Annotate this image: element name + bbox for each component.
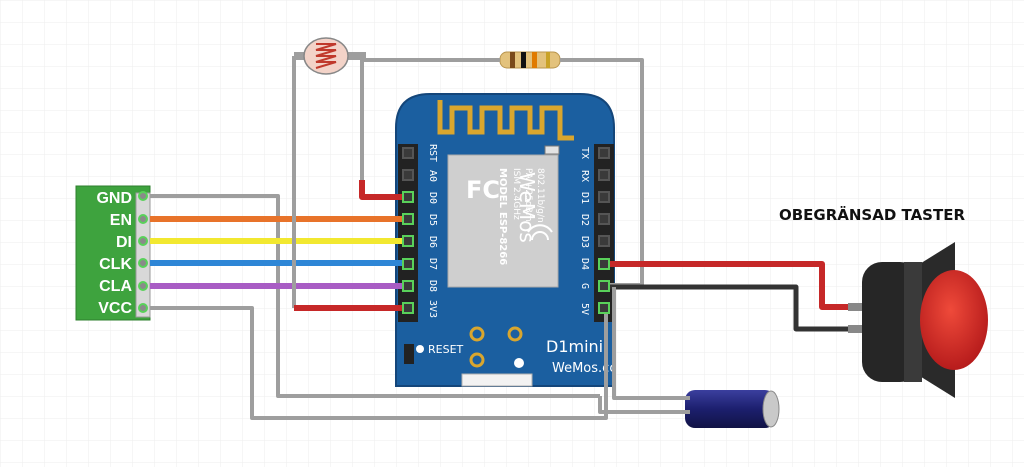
module-pin-clk-label: CLK xyxy=(99,256,132,273)
mount-hole-2 xyxy=(507,326,523,342)
reset-button[interactable] xyxy=(404,344,414,364)
chip-std: 802.11b/g/n xyxy=(535,168,545,223)
resistor-band-4 xyxy=(546,52,550,68)
left-pin-d6: D6 xyxy=(427,236,438,248)
left-pin-d0: D0 xyxy=(427,192,438,204)
module-pin-gnd-label: GND xyxy=(96,190,132,207)
capacitor-body xyxy=(685,390,775,428)
chip-model: ESP-8266 xyxy=(497,212,508,265)
left-header-pin-6 xyxy=(402,258,414,270)
resistor-band-2 xyxy=(521,52,526,68)
right-pin-rx: RX xyxy=(579,170,590,182)
right-header xyxy=(594,144,614,322)
module-pin-cla-label: CLA xyxy=(99,278,132,295)
module-pin-vcc-label: VCC xyxy=(98,300,132,317)
right-header-pin-3 xyxy=(598,191,610,203)
wire-vcc-module-to-5v xyxy=(150,306,608,420)
push-button: OBEGRÄNSAD TASTER xyxy=(779,205,988,398)
module-header-pin-5 xyxy=(138,281,148,291)
left-header-pin-2 xyxy=(402,169,414,181)
chip-text: MODEL ESP-8266 ISM 2.4GHz PA +25dBm 802.… xyxy=(497,168,545,265)
right-header-pin-7 xyxy=(598,280,610,292)
mount-hole-1 xyxy=(469,326,485,342)
board-brand: WeMos.cc xyxy=(552,361,616,376)
left-pin-d7: D7 xyxy=(427,258,438,270)
chip-model-label: MODEL xyxy=(497,168,508,209)
module-header xyxy=(135,192,151,318)
right-pin-d3: D3 xyxy=(579,236,590,248)
left-pin-d5: D5 xyxy=(427,214,438,226)
module-header-pin-4 xyxy=(138,258,148,268)
module-header-pin-2 xyxy=(138,214,148,224)
right-header-pin-4 xyxy=(598,213,610,225)
wifi-logo-icon xyxy=(527,224,553,241)
left-header-pin-7 xyxy=(402,280,414,292)
right-pin-d2: D2 xyxy=(579,214,590,226)
fcc-mark: FC xyxy=(466,176,500,204)
right-header-pin-5 xyxy=(598,235,610,247)
reset-label: RESET xyxy=(428,343,464,356)
d1-mini-board: FC MODEL ESP-8266 ISM 2.4GHz PA +25dBm 8… xyxy=(395,93,616,387)
right-pin-d1: D1 xyxy=(579,192,590,204)
left-header-pin-8 xyxy=(402,302,414,314)
header-pins xyxy=(138,147,610,314)
button-pin-bottom xyxy=(848,325,870,333)
mount-hole-3 xyxy=(469,352,485,368)
chip-ism: ISM 2.4GHz xyxy=(511,168,521,220)
wire-gnd-module-to-board xyxy=(150,194,600,398)
esp-shield xyxy=(447,154,559,288)
chip-brand: WeMos xyxy=(515,172,539,243)
ldr-track xyxy=(315,43,337,69)
module-pin-di-label: DI xyxy=(116,234,132,251)
wires xyxy=(150,56,848,420)
right-pin-tx: TX xyxy=(579,147,590,159)
module-header-pin-1 xyxy=(138,191,148,201)
button-label: OBEGRÄNSAD TASTER xyxy=(779,205,965,224)
wire-gnd-to-button xyxy=(602,284,848,332)
capacitor-top xyxy=(762,390,780,428)
button-cap xyxy=(920,270,988,370)
resistor-band-1 xyxy=(510,52,515,68)
wire-a0-red xyxy=(359,180,404,200)
right-header-pin-2 xyxy=(598,169,610,181)
left-header-pin-4 xyxy=(402,213,414,225)
wire-5v-to-capacitor xyxy=(598,396,690,414)
right-pin-d4: D4 xyxy=(579,258,590,270)
module-header-pin-3 xyxy=(138,236,148,246)
chip-pa: PA +25dBm xyxy=(523,168,533,222)
module-header-pin-6 xyxy=(138,303,148,313)
left-header-pin-5 xyxy=(402,235,414,247)
wifi-antenna xyxy=(437,100,574,141)
left-pin-a0: A0 xyxy=(427,170,438,182)
led-module: GND EN DI CLK CLA VCC xyxy=(75,185,151,321)
left-pin-rst: RST xyxy=(427,144,438,162)
resistor-band-3 xyxy=(532,52,537,68)
board-name: D1mini xyxy=(546,337,603,356)
right-pin-g: G xyxy=(579,283,590,289)
left-header-pin-3 xyxy=(402,191,414,203)
button-ring xyxy=(904,262,922,382)
status-dot xyxy=(514,358,524,368)
module-pin-en-label: EN xyxy=(110,212,132,229)
right-header-pin-8 xyxy=(598,302,610,314)
wire-d4-to-button xyxy=(602,261,848,310)
button-pin-top xyxy=(848,303,870,311)
left-pin-d8: D8 xyxy=(427,280,438,292)
right-pin-5v: 5V xyxy=(579,303,590,315)
capacitor xyxy=(685,390,780,428)
smd-led xyxy=(544,145,560,155)
right-header-pin-6 xyxy=(598,258,610,270)
resistor-body xyxy=(499,51,561,69)
left-header-pin-1 xyxy=(402,147,414,159)
resistor xyxy=(499,51,561,69)
photoresistor xyxy=(294,37,366,75)
right-header-pin-1 xyxy=(598,147,610,159)
wire-gnd-to-capacitor xyxy=(612,287,690,400)
left-header xyxy=(398,144,418,322)
reset-dot xyxy=(416,345,424,353)
usb-connector xyxy=(461,373,533,387)
left-pin-3v3: 3V3 xyxy=(427,300,438,318)
